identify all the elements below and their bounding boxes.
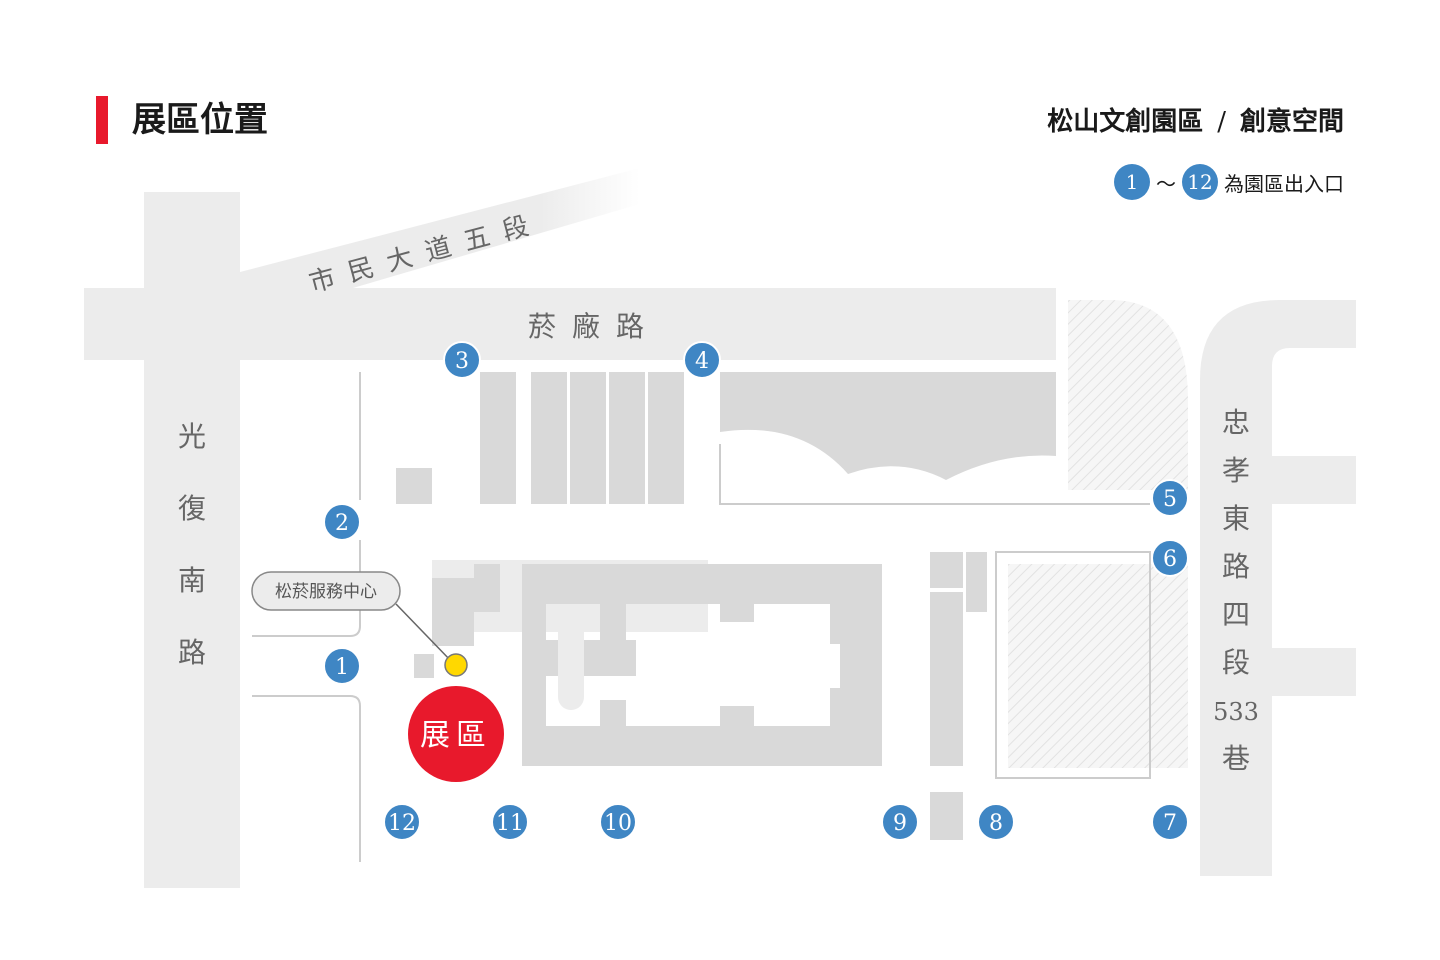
gate-1[interactable]: 1	[323, 647, 361, 685]
gate-marker[interactable]	[1151, 479, 1189, 517]
gate-marker[interactable]	[881, 803, 919, 841]
gate-6[interactable]: 6	[1151, 539, 1189, 577]
service-center-marker[interactable]	[444, 653, 468, 677]
road-label-zhongxiao-char: 巷	[1222, 742, 1250, 775]
gate-number: 12	[388, 811, 416, 836]
gate-number: 8	[989, 811, 1003, 836]
service-center-label: 松菸服務中心	[275, 582, 377, 602]
page-title: 展區位置	[132, 100, 268, 140]
gate-marker[interactable]	[977, 803, 1015, 841]
gate-marker[interactable]	[383, 803, 421, 841]
gate-2[interactable]: 2	[323, 503, 361, 541]
buildings	[396, 372, 1056, 840]
legend-gate-first: 1	[1114, 164, 1150, 200]
gate-5[interactable]: 5	[1151, 479, 1189, 517]
legend-tilde: ～	[1156, 171, 1176, 196]
gate-marker[interactable]	[443, 341, 481, 379]
gate-11[interactable]: 11	[491, 803, 529, 841]
gate-marker[interactable]	[323, 647, 361, 685]
road-label-guangfu-char: 光	[178, 420, 206, 453]
venue-sub: 創意空間	[1239, 107, 1344, 137]
gate-10[interactable]: 10	[599, 803, 637, 841]
road-label-zhongxiao-char: 忠	[1222, 406, 1250, 439]
exhibit-label: 展區	[420, 718, 492, 753]
gate-9[interactable]: 9	[881, 803, 919, 841]
road-label-guangfu-char: 南	[178, 564, 206, 597]
gate-number: 5	[1163, 487, 1177, 512]
venue-separator: /	[1217, 107, 1226, 137]
road-label-zhongxiao-char: 533	[1213, 698, 1259, 726]
gate-number: 4	[695, 349, 709, 374]
road-label-guangfu-char: 路	[178, 636, 206, 669]
road-label-zhongxiao-char: 東	[1222, 502, 1250, 535]
road-label-zhongxiao-char: 孝	[1222, 454, 1250, 487]
gate-4[interactable]: 4	[683, 341, 721, 379]
title-accent-bar	[96, 96, 108, 144]
legend-gate-last: 12	[1182, 164, 1218, 200]
gate-marker[interactable]	[491, 803, 529, 841]
gate-3[interactable]: 3	[443, 341, 481, 379]
road-yanchang	[84, 288, 1056, 360]
exhibit-marker[interactable]	[408, 686, 504, 782]
gate-number: 11	[496, 811, 524, 836]
gate-12[interactable]: 12	[383, 803, 421, 841]
main-factory-building	[522, 564, 882, 766]
hatched-area-north	[1068, 300, 1188, 490]
gate-number: 9	[893, 811, 907, 836]
road-zhongxiao	[1200, 300, 1356, 876]
venue-name: 松山文創園區	[1047, 107, 1204, 137]
gate-number: 1	[335, 655, 349, 680]
paths	[252, 372, 1151, 862]
legend-text: 為園區出入口	[1224, 171, 1344, 196]
gate-marker[interactable]	[1151, 803, 1189, 841]
service-center-callout	[251, 571, 401, 611]
road-label-guangfu-char: 復	[178, 492, 206, 525]
gate-legend: 1 ～ 12 為園區出入口	[1114, 164, 1344, 200]
gate-number: 3	[455, 349, 469, 374]
gate-number: 10	[604, 811, 632, 836]
gate-8[interactable]: 8	[977, 803, 1015, 841]
road-shimin	[240, 168, 640, 300]
gate-number: 6	[1163, 547, 1177, 572]
road-label-yanchang: 菸廠路	[528, 310, 660, 343]
west-wing	[432, 564, 500, 646]
gate-marker[interactable]	[1151, 539, 1189, 577]
venue-heading: 松山文創園區 / 創意空間	[1047, 100, 1344, 144]
gate-number: 2	[335, 511, 349, 536]
gate-7[interactable]: 7	[1151, 803, 1189, 841]
gate-marker[interactable]	[683, 341, 721, 379]
road-label-zhongxiao-char: 段	[1222, 646, 1250, 679]
gate-marker[interactable]	[599, 803, 637, 841]
road-label-zhongxiao-char: 四	[1222, 598, 1250, 631]
road-label-zhongxiao-char: 路	[1222, 550, 1250, 583]
gate-number: 7	[1163, 811, 1177, 836]
hatched-area-east	[1008, 564, 1188, 768]
gate-marker[interactable]	[323, 503, 361, 541]
